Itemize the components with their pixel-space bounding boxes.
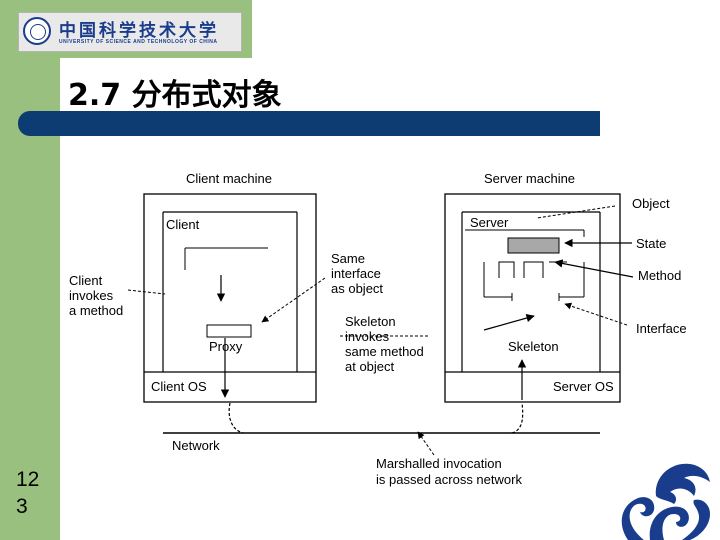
marshalled-line-1: Marshalled invocation — [376, 456, 502, 471]
university-emblem-icon — [23, 17, 51, 45]
page-number: 12 3 — [16, 468, 40, 518]
server-label: Server — [470, 215, 509, 230]
proxy-box — [206, 324, 252, 338]
client-invokes-line-1: Client — [69, 273, 103, 288]
dragon-logo-icon — [621, 463, 710, 540]
same-interface-leader — [261, 277, 326, 323]
state-label: State — [636, 236, 666, 251]
same-interface-line-2: interface — [331, 266, 381, 281]
marshalled-leader — [417, 431, 435, 456]
skeleton-invokes-line-1: Skeleton — [345, 314, 396, 329]
proxy-label: Proxy — [209, 339, 243, 354]
same-interface-line-1: Same — [331, 251, 365, 266]
network — [163, 402, 600, 434]
interface-leader — [564, 302, 628, 326]
client-machine — [143, 193, 317, 403]
skeleton-label: Skeleton — [508, 339, 559, 354]
skeleton-invokes-line-2: invokes — [345, 329, 390, 344]
client-invokes-leader — [127, 289, 166, 295]
client-label: Client — [166, 217, 200, 232]
logo-text: 中国科学技术大学 — [59, 21, 219, 41]
slide-title: 2.7 分布式对象 — [68, 78, 282, 113]
same-interface-line-3: as object — [331, 281, 383, 296]
server-os-label: Server OS — [553, 379, 614, 394]
client-invokes-line-3: a method — [69, 303, 123, 318]
network-label: Network — [172, 438, 220, 453]
client-machine-label: Client machine — [186, 171, 272, 186]
object-leader — [536, 205, 616, 219]
skeleton-method-arrow — [483, 313, 535, 331]
skeleton-invokes-line-4: at object — [345, 359, 395, 374]
server-machine-label: Server machine — [484, 171, 575, 186]
interface-label: Interface — [636, 321, 687, 336]
method-leader — [554, 259, 634, 278]
method-label: Method — [638, 268, 681, 283]
skeleton-invokes-line-3: same method — [345, 344, 424, 359]
client-invokes-line-2: invokes — [69, 288, 114, 303]
client-os-label: Client OS — [151, 379, 207, 394]
server-machine — [444, 193, 621, 403]
object-label: Object — [632, 196, 670, 211]
state-box — [507, 237, 560, 254]
marshalled-line-2: is passed across network — [376, 472, 522, 487]
title-bar — [18, 111, 600, 136]
logo-subtitle: UNIVERSITY OF SCIENCE AND TECHNOLOGY OF … — [59, 39, 218, 45]
university-logo: 中国科学技术大学 UNIVERSITY OF SCIENCE AND TECHN… — [18, 12, 242, 52]
left-sidebar — [0, 0, 60, 540]
